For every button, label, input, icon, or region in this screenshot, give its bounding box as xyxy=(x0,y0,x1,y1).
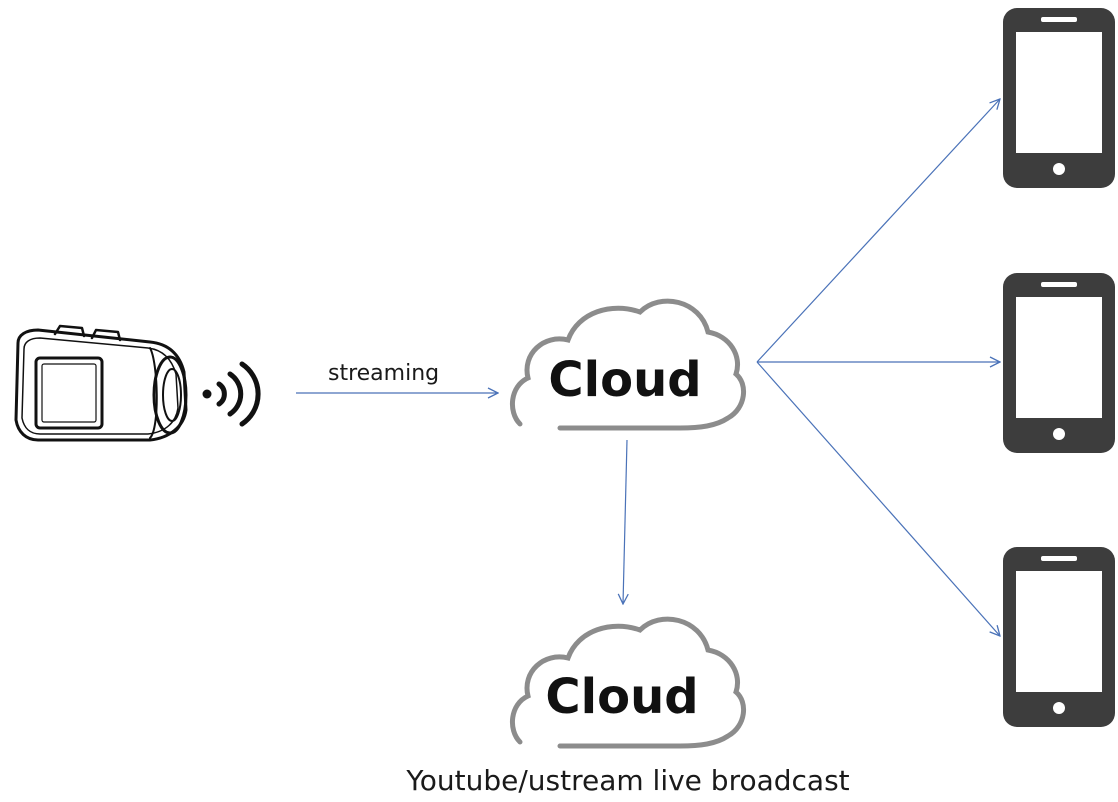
streaming-label: streaming xyxy=(328,361,439,386)
wifi-signal-icon xyxy=(202,361,261,427)
cloud-icon xyxy=(510,298,746,431)
action-camera-icon xyxy=(14,324,188,442)
cloud-label: Cloud xyxy=(548,352,701,408)
broadcast-arrow xyxy=(623,439,627,604)
cloud-broadcast: Cloud xyxy=(510,616,746,749)
phone-arrow-top xyxy=(756,99,1000,363)
broadcast-label: Youtube/ustream live broadcast xyxy=(405,764,849,797)
cloud-icon xyxy=(510,616,746,749)
smartphone-icon xyxy=(1003,547,1115,727)
phone-arrow-bottom xyxy=(756,361,1000,636)
smartphone-icon xyxy=(1003,273,1115,453)
cloud-main: Cloud xyxy=(510,298,746,431)
cloud-label: Cloud xyxy=(545,669,698,725)
smartphone-icon xyxy=(1003,8,1115,188)
